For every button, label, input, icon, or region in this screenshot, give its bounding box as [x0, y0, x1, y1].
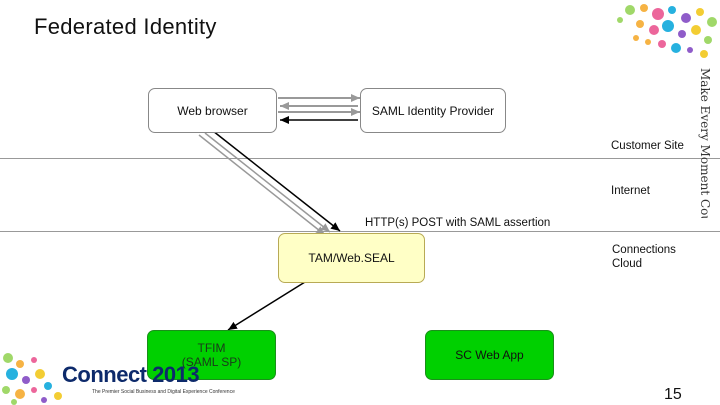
page-number: 15 — [664, 386, 682, 403]
tfim-label: TFIM (SAML SP) — [181, 341, 242, 369]
saml-idp-label: SAML Identity Provider — [371, 103, 495, 118]
decorative-dot — [652, 8, 664, 20]
decorative-dot — [668, 6, 676, 14]
page-title: Federated Identity — [34, 14, 217, 39]
decorative-dot — [617, 17, 623, 23]
saml-idp-node: SAML Identity Provider — [360, 88, 506, 133]
decorative-dot — [645, 39, 651, 45]
arrow-browser-to-tam-gray-2 — [204, 132, 331, 233]
sc-web-app-label: SC Web App — [455, 348, 524, 362]
decorative-dot — [687, 47, 693, 53]
decorative-dot — [41, 397, 47, 403]
http-post-label: HTTP(s) POST with SAML assertion — [365, 217, 551, 229]
decorative-dot — [707, 17, 717, 27]
decorative-dot — [6, 368, 18, 380]
internet-divider — [0, 231, 720, 232]
side-tagline-text: Make Every Moment Count — [698, 68, 712, 218]
customer-site-label: Customer Site — [611, 140, 684, 152]
connect-logo: Connect 2013 — [62, 362, 200, 387]
tfim-node: TFIM (SAML SP) — [147, 330, 276, 380]
decorative-dots-bottom-left — [2, 353, 62, 405]
decorative-dot — [700, 50, 708, 58]
tam-webseal-label: TAM/Web.SEAL — [308, 251, 395, 265]
decorative-dot — [54, 392, 62, 400]
web-browser-node: Web browser — [148, 88, 277, 133]
side-tagline: Make Every Moment Count — [692, 68, 716, 218]
decorative-dot — [31, 357, 37, 363]
arrow-browser-to-tam-gray-1 — [198, 134, 326, 236]
sc-web-app-node: SC Web App — [425, 330, 554, 380]
decorative-dot — [636, 20, 644, 28]
tam-webseal-node: TAM/Web.SEAL — [278, 233, 425, 283]
decorative-dot — [671, 43, 681, 53]
decorative-dot — [681, 13, 691, 23]
decorative-dot — [16, 360, 24, 368]
logo-subtitle: The Premier Social Business and Digital … — [92, 389, 235, 395]
decorative-dot — [633, 35, 639, 41]
decorative-dot — [31, 387, 37, 393]
web-browser-label: Web browser — [177, 103, 248, 118]
decorative-dot — [640, 4, 648, 12]
decorative-dot — [662, 20, 674, 32]
connections-cloud-label: Connections Cloud — [612, 244, 676, 270]
decorative-dot — [704, 36, 712, 44]
decorative-dot — [649, 25, 659, 35]
decorative-dot — [658, 40, 666, 48]
arrow-tam-to-tfim — [227, 281, 306, 331]
decorative-dot — [691, 25, 701, 35]
decorative-dot — [35, 369, 45, 379]
decorative-dot — [3, 353, 13, 363]
decorative-dot — [44, 382, 52, 390]
customer-site-divider — [0, 158, 720, 159]
decorative-dot — [625, 5, 635, 15]
decorative-dot — [678, 30, 686, 38]
arrow-browser-to-tam-post — [212, 130, 341, 232]
decorative-dot — [2, 386, 10, 394]
decorative-dot — [22, 376, 30, 384]
internet-label: Internet — [611, 185, 650, 197]
decorative-dot — [11, 399, 17, 405]
decorative-dots-top-right — [617, 4, 717, 58]
decorative-dot — [696, 8, 704, 16]
decorative-dot — [15, 389, 25, 399]
